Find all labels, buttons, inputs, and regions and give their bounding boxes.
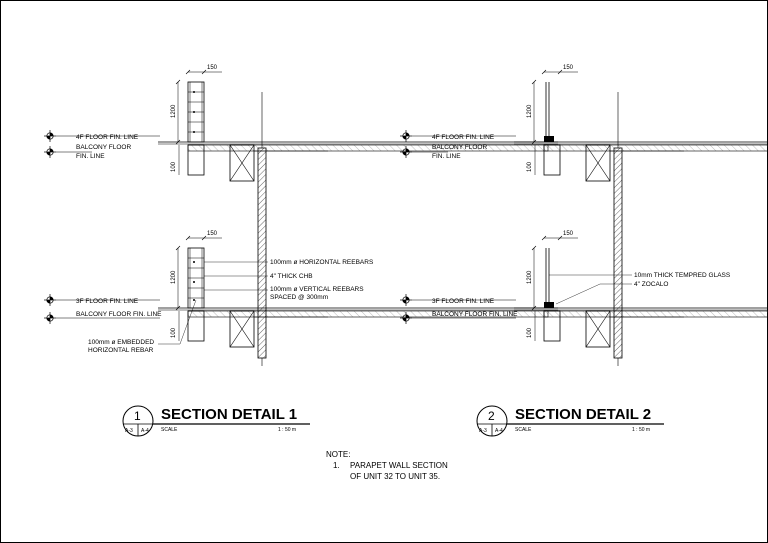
detail-1-upper-dim-height: 1200 [171, 104, 177, 118]
detail-2-lower-dim-width: 150 [563, 231, 574, 237]
detail-1-lower-level-top: 3F FLOOR FIN. LINE [76, 298, 139, 305]
callout-tempered-glass: 10mm THICK TEMPRED GLASS [634, 272, 731, 279]
callout-horizontal-rebars: 100mm ø HORIZONTAL REEBARS [270, 259, 374, 266]
detail-1-scale-value: 1 : 50 m [278, 427, 296, 433]
level-marker [43, 293, 57, 307]
detail-2-drawing [399, 69, 768, 366]
detail-2-upper-dim-width: 150 [563, 65, 574, 71]
detail-2-scale-value: 1 : 50 m [632, 427, 650, 433]
detail-1-lower-parapet [187, 247, 205, 309]
callout-vertical-rebars-2: SPACED @ 300mm [270, 294, 328, 301]
detail-2-upper-level-bottom-1: BALCONY FLOOR [432, 144, 487, 151]
detail-2-title: SECTION DETAIL 2 [515, 406, 651, 423]
detail-2-upper-dim-height: 1200 [527, 104, 533, 118]
level-marker [399, 129, 413, 143]
detail-2-number: 2 [488, 409, 495, 423]
level-marker [399, 293, 413, 307]
detail-2-lower-level-bottom: BALCONY FLOOR FIN. LINE [432, 311, 518, 318]
note-item-number: 1. [333, 461, 340, 470]
detail-1-ref-left: A-3 [125, 428, 133, 434]
detail-2-column [613, 147, 623, 359]
detail-1-upper-level-bottom-2: FIN. LINE [76, 153, 105, 160]
callout-embedded-1: 100mm ø EMBEDDED [88, 339, 154, 346]
detail-1-scale-label: SCALE [161, 427, 178, 433]
detail-2-lower-level-top: 3F FLOOR FIN. LINE [432, 298, 495, 305]
detail-2-ref-right: A-4 [495, 428, 503, 434]
callout-embedded-2: HORIZONTAL REBAR [88, 347, 154, 354]
detail-1-upper-level-top: 4F FLOOR FIN. LINE [76, 134, 139, 141]
detail-2-lower-dim-slab: 100 [527, 327, 533, 338]
detail-1-lower-dim-slab: 100 [171, 327, 177, 338]
detail-2-ref-left: A-3 [479, 428, 487, 434]
callout-zocalo: 4" ZOCALO [634, 281, 668, 288]
detail-2-upper-level-top: 4F FLOOR FIN. LINE [432, 134, 495, 141]
callout-chb: 4" THICK CHB [270, 273, 313, 280]
detail-1-title-block [122, 405, 310, 437]
detail-2-upper-level-bottom-2: FIN. LINE [432, 153, 461, 160]
note-item-line-2: OF UNIT 32 TO UNIT 35. [350, 472, 441, 481]
callout-vertical-rebars-1: 100mm ø VERTICAL REEBARS [270, 286, 364, 293]
detail-1-upper-dim-width: 150 [207, 65, 218, 71]
detail-2-upper-glass-rail [544, 82, 554, 142]
detail-1-upper-level-bottom-1: BALCONY FLOOR [76, 144, 131, 151]
detail-1-lower-level-bottom: BALCONY FLOOR FIN. LINE [76, 311, 162, 318]
level-marker [43, 145, 57, 159]
detail-2-upper-dim-slab: 100 [527, 161, 533, 172]
detail-1-upper-dim-slab: 100 [171, 161, 177, 172]
detail-1-upper-parapet [187, 81, 205, 143]
detail-2-scale-label: SCALE [515, 427, 532, 433]
detail-1-upper-slab [157, 141, 559, 182]
detail-1-lower-dim-width: 150 [207, 231, 218, 237]
detail-2-lower-slab [513, 307, 768, 348]
level-marker [43, 311, 57, 325]
detail-2-upper-slab [513, 141, 768, 182]
detail-2-lower-glass-rail [544, 248, 554, 308]
note-heading: NOTE: [326, 450, 351, 459]
note-item-line-1: PARAPET WALL SECTION [350, 461, 448, 470]
detail-1-column [257, 147, 267, 359]
detail-1-lower-dim-height: 1200 [171, 270, 177, 284]
detail-1-drawing [43, 69, 559, 366]
detail-1-title: SECTION DETAIL 1 [161, 406, 297, 423]
level-marker [43, 129, 57, 143]
detail-2-title-block [476, 405, 664, 437]
detail-1-number: 1 [134, 409, 141, 423]
detail-1-ref-right: A-4 [141, 428, 149, 434]
detail-2-lower-dim-height: 1200 [527, 270, 533, 284]
